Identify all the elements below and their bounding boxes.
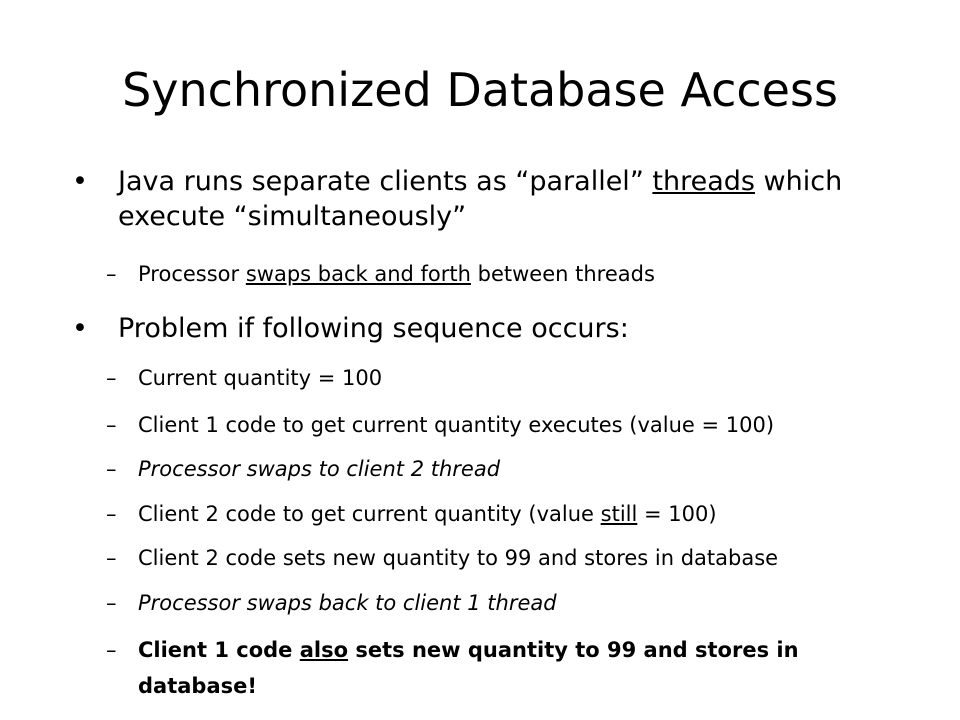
sub-item-text: Client 1 code also sets new quantity to … (138, 638, 799, 698)
sub-item-current-quantity: – Current quantity = 100 (106, 360, 928, 396)
dash-icon: – (106, 262, 117, 286)
bullet-item-problem: • Problem if following sequence occurs: (72, 311, 918, 346)
dash-icon: – (106, 546, 117, 570)
sub-item-swap-back-client1: – Processor swaps back to client 1 threa… (106, 585, 928, 621)
sub-item-client2-get: – Client 2 code to get current quantity … (106, 496, 928, 532)
sub-item-client2-sets: – Client 2 code sets new quantity to 99 … (106, 540, 928, 576)
sub-item-text: Client 1 code to get current quantity ex… (138, 413, 775, 437)
slide-title: Synchronized Database Access (122, 63, 838, 117)
sub-item-text: Current quantity = 100 (138, 366, 383, 390)
sub-item-swap-to-client2: – Processor swaps to client 2 thread (106, 451, 928, 487)
underlined-term: swaps back and forth (245, 262, 471, 286)
sub-item-processor-swaps: – Processor swaps back and forth between… (106, 256, 928, 292)
bullet-text: Problem if following sequence occurs: (118, 313, 629, 344)
bullet-text: Java runs separate clients as “parallel”… (118, 166, 843, 232)
dash-icon: – (106, 591, 117, 615)
dash-icon: – (106, 638, 117, 662)
sub-item-text: Client 2 code to get current quantity (v… (138, 502, 717, 526)
sub-item-text: Processor swaps back and forth between t… (138, 262, 655, 286)
dash-icon: – (106, 457, 117, 481)
sub-item-client1-get: – Client 1 code to get current quantity … (106, 407, 928, 443)
sub-item-client1-also-sets: – Client 1 code also sets new quantity t… (106, 632, 898, 704)
sub-item-text: Processor swaps to client 2 thread (138, 457, 501, 481)
bullet-icon: • (72, 166, 88, 197)
sub-item-text: Processor swaps back to client 1 thread (138, 591, 557, 615)
sub-item-text: Client 2 code sets new quantity to 99 an… (138, 546, 779, 570)
underlined-term: threads (652, 166, 755, 197)
dash-icon: – (106, 413, 117, 437)
bullet-icon: • (72, 313, 88, 344)
underlined-term: also (299, 638, 349, 662)
underlined-term: still (600, 502, 638, 526)
dash-icon: – (106, 502, 117, 526)
dash-icon: – (106, 366, 117, 390)
bullet-item-threads: • Java runs separate clients as “paralle… (72, 164, 918, 234)
